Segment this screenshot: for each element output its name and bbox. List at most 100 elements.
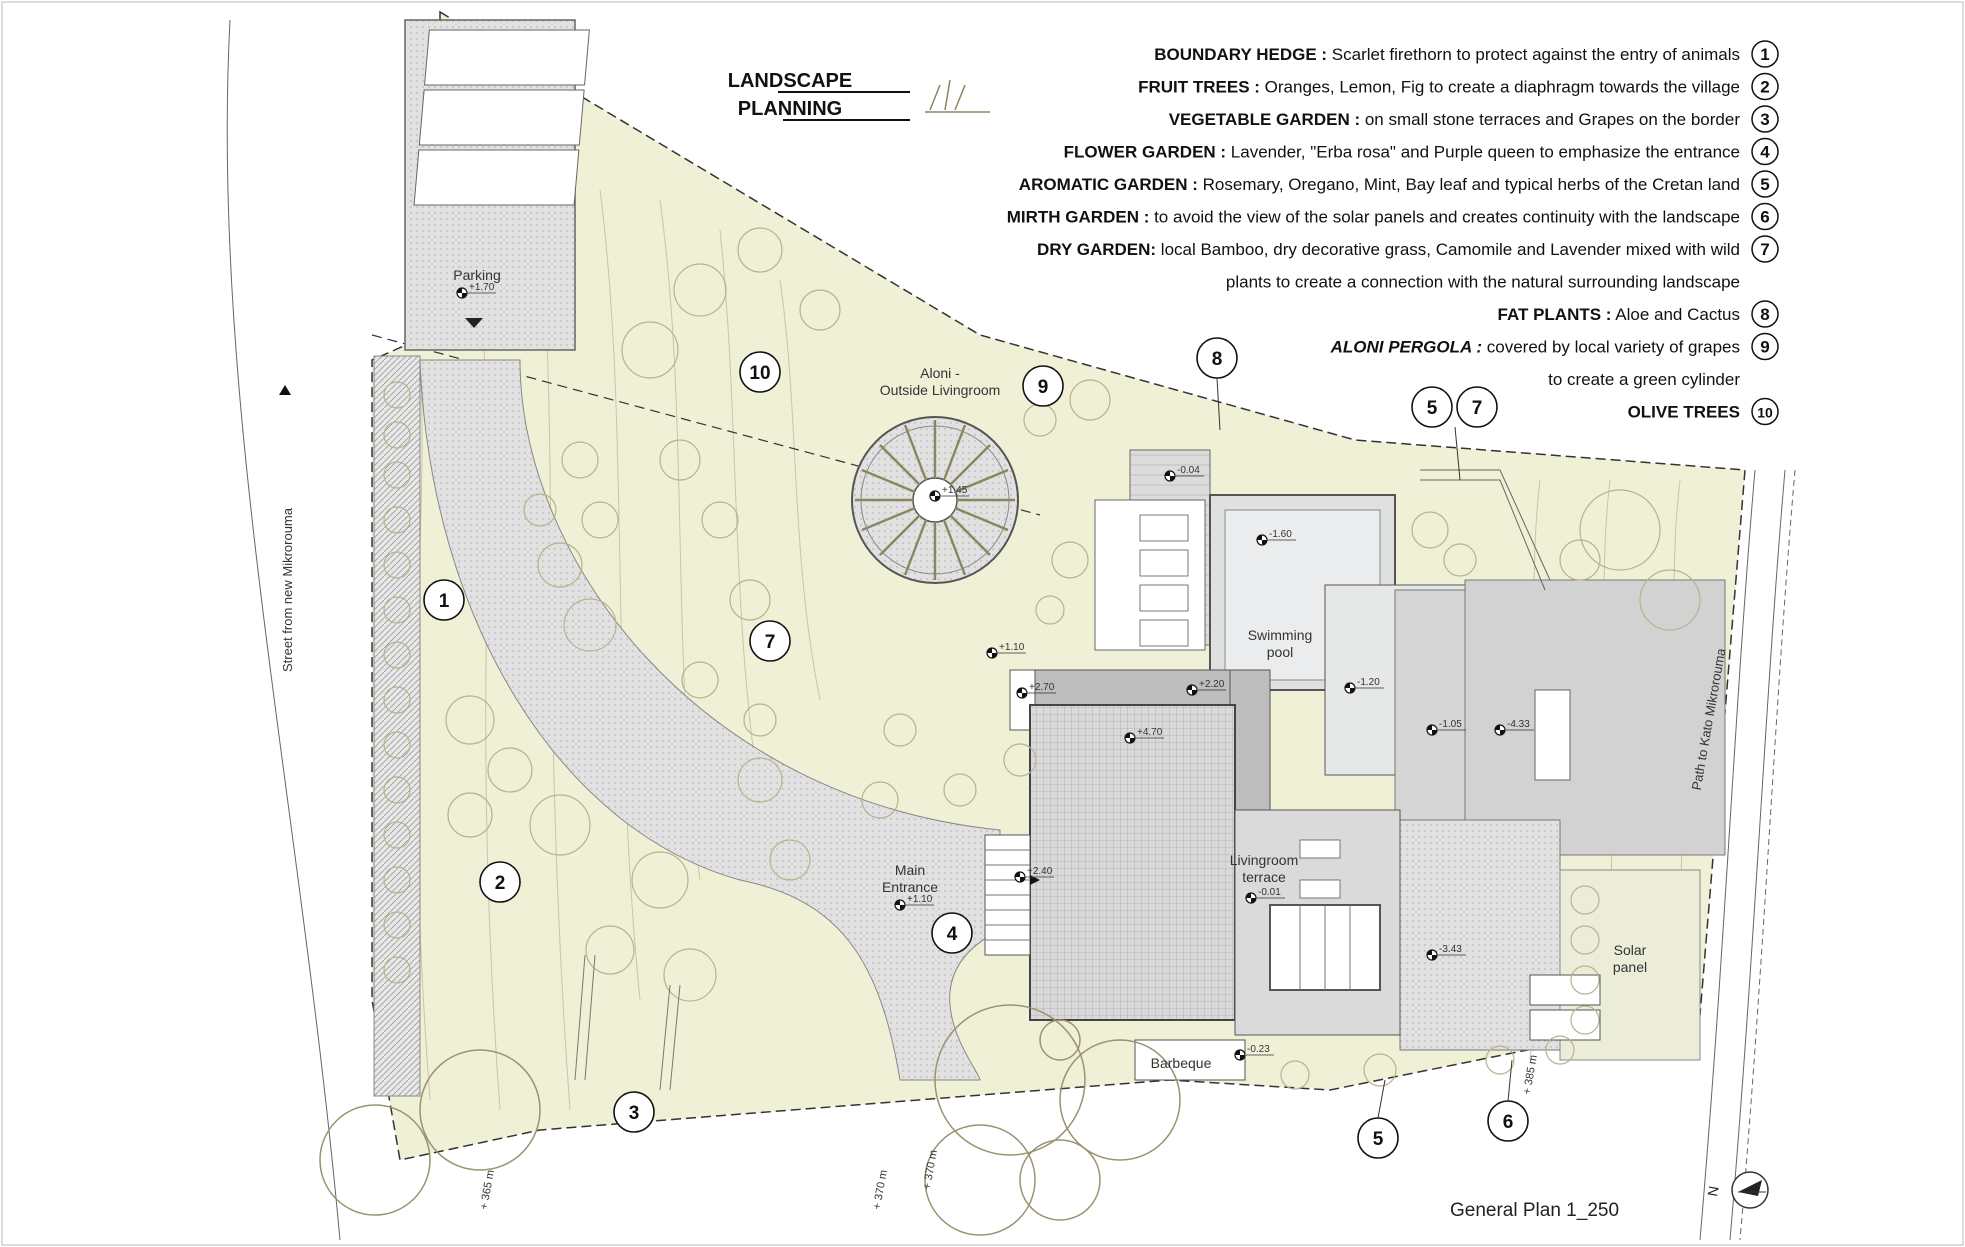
- label-entrance-1: Main: [895, 862, 925, 878]
- level-value: -4.33: [1507, 719, 1530, 730]
- plan-marker-7: 7: [1456, 386, 1498, 428]
- legend-row: ALONI PERGOLA : covered by local variety…: [1330, 338, 1740, 357]
- level-value: -1.05: [1439, 719, 1462, 730]
- marker-number: 7: [765, 632, 776, 653]
- plan-marker-6: 6: [1487, 1100, 1529, 1142]
- label-solar-1: Solar: [1614, 942, 1647, 958]
- legend-number-circle: [1751, 235, 1779, 263]
- plan-marker-7: 7: [749, 620, 791, 662]
- numbered-markers: 1 2 3 4 5 5 6 7 7 8 9 10: [423, 337, 1529, 1159]
- level-marker-path: +1.10: [986, 642, 1026, 659]
- level-marker-barbeque: -0.23: [1234, 1044, 1274, 1061]
- legend-number-circle: [1751, 202, 1779, 231]
- legend-desc: to create a green cylinder: [1548, 370, 1740, 389]
- legend-row: MIRTH GARDEN : to avoid the view of the …: [1007, 208, 1740, 227]
- plan-marker-8: 8: [1196, 337, 1238, 379]
- marker-number: 9: [1038, 377, 1049, 398]
- legend-number: 4: [1760, 143, 1770, 162]
- legend-number-circle: [1751, 40, 1779, 68]
- legend-row: FLOWER GARDEN : Lavender, "Erba rosa" an…: [1064, 143, 1740, 162]
- level-value: +2.70: [1029, 682, 1055, 693]
- level-value: -3.43: [1439, 944, 1462, 955]
- marker-number: 1: [439, 591, 450, 612]
- legend-key: OLIVE TREES: [1628, 403, 1740, 422]
- plan-marker-4: 4: [931, 912, 973, 954]
- legend-number-circle: [1751, 170, 1779, 198]
- area-labels: Parking Aloni - Outside Livingroom Swimm…: [453, 267, 1647, 1071]
- legend-key: ALONI PERGOLA :: [1330, 338, 1482, 357]
- contour-label-2: + 370 m: [871, 1169, 890, 1211]
- level-value: -0.01: [1258, 887, 1281, 898]
- legend-row: plants to create a connection with the n…: [1226, 273, 1740, 292]
- level-marker-deck: -0.04: [1164, 465, 1204, 482]
- house-building: [984, 449, 1726, 1081]
- level-marker-west_step: +2.70: [1016, 682, 1056, 699]
- legend-number-circle: [1751, 137, 1779, 166]
- legend: BOUNDARY HEDGE : Scarlet firethorn to pr…: [1007, 40, 1779, 426]
- marker-number: 5: [1373, 1129, 1384, 1150]
- legend-row: VEGETABLE GARDEN : on small stone terrac…: [1169, 110, 1741, 129]
- legend-desc: Aloe and Cactus: [1611, 305, 1740, 324]
- label-aloni-2: Outside Livingroom: [880, 382, 1001, 398]
- legend-row: BOUNDARY HEDGE : Scarlet firethorn to pr…: [1154, 45, 1740, 64]
- legend-key: BOUNDARY HEDGE :: [1154, 45, 1327, 64]
- marker-number: 8: [1212, 349, 1223, 370]
- legend-key: AROMATIC GARDEN :: [1019, 175, 1198, 194]
- marker-number: 6: [1503, 1112, 1514, 1133]
- level-value: +1.45: [942, 485, 968, 496]
- legend-number: 2: [1760, 78, 1769, 97]
- legend-number: 1: [1760, 45, 1769, 64]
- level-value: +2.40: [1027, 866, 1053, 877]
- plan-marker-3: 3: [613, 1091, 655, 1133]
- level-markers: +1.70 +1.45 -0.04 -1.60 -1.20 -1.05 -4.33 +1.10…: [456, 282, 1534, 1061]
- north-label: N: [1704, 1185, 1722, 1198]
- legend-desc: plants to create a connection with the n…: [1226, 273, 1740, 292]
- street-arrow-icon: [279, 385, 291, 395]
- marker-number: 4: [947, 924, 958, 945]
- legend-row: OLIVE TREES: [1628, 403, 1740, 422]
- contour-label-1: + 365 m: [478, 1169, 497, 1211]
- street-west-label: Street from new Mikrorouma: [280, 507, 295, 672]
- title-line-2: PLANNING: [738, 98, 842, 120]
- leader-line: [1454, 426, 1461, 481]
- legend-number: 5: [1760, 175, 1769, 194]
- legend-desc: Scarlet firethorn to protect against the…: [1327, 45, 1740, 64]
- legend-key: DRY GARDEN:: [1037, 240, 1156, 259]
- legend-number: 7: [1760, 240, 1769, 259]
- level-marker-south_east: -3.43: [1426, 944, 1466, 961]
- label-aloni-1: Aloni -: [920, 365, 960, 381]
- label-living-1: Livingroom: [1230, 852, 1298, 868]
- legend-key: FLOWER GARDEN :: [1064, 143, 1226, 162]
- level-value: -1.20: [1357, 677, 1380, 688]
- legend-desc: Lavender, "Erba rosa" and Purple queen t…: [1226, 143, 1740, 162]
- legend-number-circle: [1751, 105, 1779, 133]
- label-parking: Parking: [453, 267, 500, 283]
- north-arrow-icon: [1731, 1171, 1769, 1209]
- legend-row: FAT PLANTS : Aloe and Cactus: [1498, 305, 1740, 324]
- marker-number: 5: [1427, 398, 1438, 419]
- contour-label-4: + 385 m: [1521, 1054, 1540, 1096]
- level-marker-parking: +1.70: [456, 282, 496, 299]
- level-value: +1.10: [999, 642, 1025, 653]
- level-marker-stair: +2.40: [1014, 866, 1054, 883]
- legend-desc: to avoid the view of the solar panels an…: [1149, 208, 1740, 227]
- label-living-2: terrace: [1242, 869, 1286, 885]
- level-value: +1.70: [469, 282, 495, 293]
- legend-key: MIRTH GARDEN :: [1007, 208, 1150, 227]
- legend-desc: Oranges, Lemon, Fig to create a diaphrag…: [1260, 78, 1740, 97]
- legend-desc: covered by local variety of grapes: [1482, 338, 1740, 357]
- plan-marker-1: 1: [423, 579, 465, 621]
- vegetable-terraces: [574, 954, 681, 1091]
- level-marker-east_terrace: -1.05: [1426, 719, 1466, 736]
- entrance-arrow-icon: [1030, 875, 1040, 885]
- legend-desc: on small stone terraces and Grapes on th…: [1360, 110, 1740, 129]
- legend-desc: local Bamboo, dry decorative grass, Camo…: [1156, 240, 1740, 259]
- legend-row: AROMATIC GARDEN : Rosemary, Oregano, Min…: [1019, 175, 1740, 194]
- level-marker-pool: -1.60: [1256, 529, 1296, 546]
- level-value: -0.23: [1247, 1044, 1270, 1055]
- plan-marker-2: 2: [479, 861, 521, 903]
- plan-marker-10: 10: [739, 351, 781, 393]
- legend-number-circle: [1751, 72, 1779, 101]
